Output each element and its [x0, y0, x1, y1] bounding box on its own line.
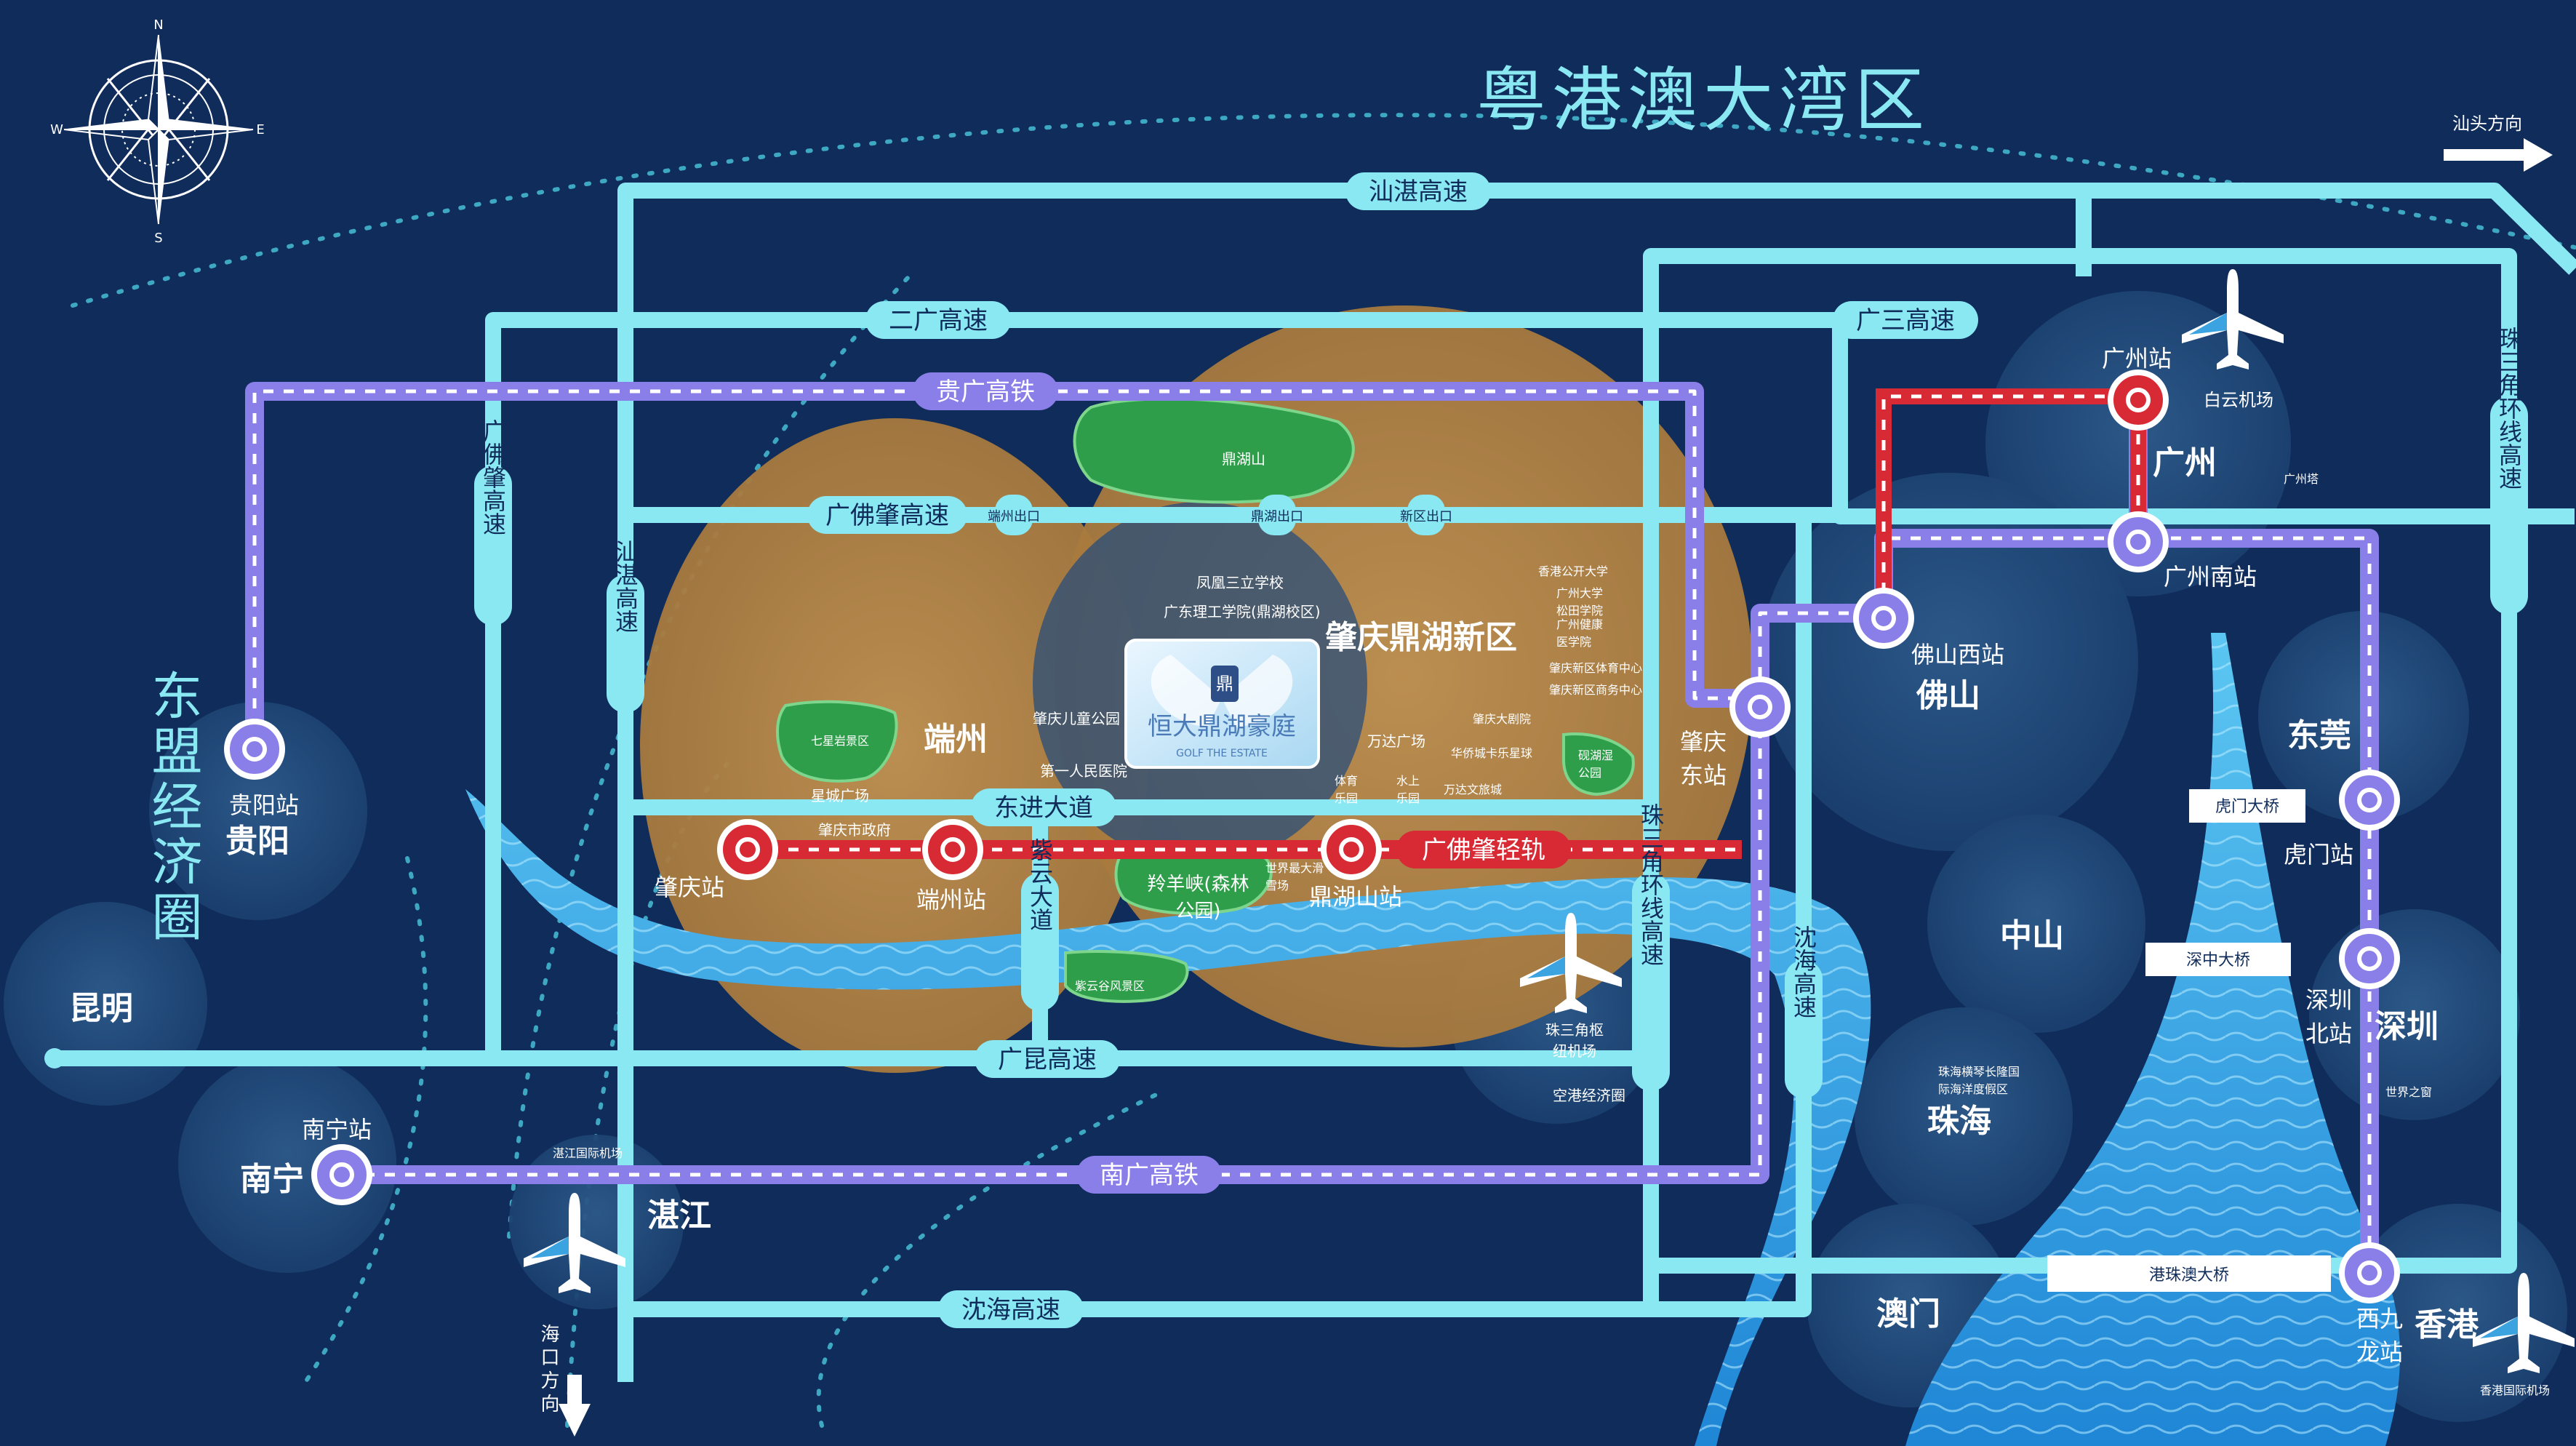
road-labels: 汕湛高速 二广高速 广三高速 广佛肇高速 东进大道 广昆高速 沈海高速	[474, 172, 2528, 1328]
station-guangzhou-icon	[2108, 370, 2169, 431]
lrt-line	[748, 388, 2146, 859]
svg-text:汕湛高速: 汕湛高速	[612, 540, 639, 633]
svg-text:汕湛高速: 汕湛高速	[1369, 177, 1468, 207]
road-label-shenhai-v: 沈海高速	[1785, 925, 1823, 1098]
exit-dinghu: 鼎湖出口	[1251, 495, 1303, 535]
bridge-humen: 虎门大桥	[2189, 789, 2305, 823]
svg-text:广佛肇轻轨: 广佛肇轻轨	[1422, 836, 1545, 865]
svg-text:紫云大道: 紫云大道	[1026, 838, 1054, 931]
svg-text:S: S	[154, 231, 162, 246]
water-bodies	[465, 633, 2400, 1446]
rail-label-guiguang: 贵广高铁	[913, 372, 1058, 410]
road-label-shenhai: 沈海高速	[938, 1290, 1084, 1328]
svg-text:虎门大桥: 虎门大桥	[2215, 798, 2279, 816]
airplane-hk-icon	[2473, 1273, 2575, 1373]
parks	[776, 397, 1635, 1003]
station-west-kowloon-icon	[2339, 1242, 2400, 1303]
rail-labels: 贵广高铁 南广高铁 广佛肇轻轨	[913, 372, 1571, 1194]
svg-text:珠三角环线高速: 珠三角环线高速	[1637, 803, 1665, 966]
arrow-haikou	[559, 1375, 591, 1437]
exit-duanzhou: 端州出口	[988, 495, 1040, 535]
exit-xinqu: 新区出口	[1400, 495, 1452, 535]
road-label-shanzhan-v: 汕湛高速	[607, 540, 644, 713]
svg-text:东进大道: 东进大道	[994, 794, 1093, 823]
road-label-guangfozhao: 广佛肇高速	[807, 496, 967, 534]
airplane-zhanjiang-icon	[524, 1193, 625, 1293]
svg-text:鼎湖出口: 鼎湖出口	[1251, 509, 1303, 524]
bridges: 虎门大桥 深中大桥 港珠澳大桥	[2047, 789, 2331, 1292]
stations	[224, 370, 2400, 1303]
road-label-guangfozhao-v: 广佛肇高速	[474, 419, 512, 626]
road-label-guangsan: 广三高速	[1833, 301, 1978, 339]
svg-text:南广高铁: 南广高铁	[1100, 1161, 1199, 1190]
road-label-zhusanjiao-outer: 珠三角环线高速	[2490, 327, 2528, 615]
highway-caps	[44, 1048, 65, 1068]
road-label-guangkun: 广昆高速	[975, 1040, 1120, 1078]
road-label-zhusanjiao-inner: 珠三角环线高速	[1632, 803, 1670, 1091]
svg-text:沈海高速: 沈海高速	[961, 1295, 1060, 1325]
road-label-dongjin: 东进大道	[971, 788, 1116, 826]
bridge-gangzhuao: 港珠澳大桥	[2047, 1255, 2331, 1292]
svg-text:二广高速: 二广高速	[889, 306, 988, 335]
svg-text:珠三角环线高速: 珠三角环线高速	[2495, 327, 2523, 490]
svg-text:N: N	[153, 17, 163, 33]
station-humen-icon	[2339, 770, 2400, 831]
svg-text:贵广高铁: 贵广高铁	[936, 378, 1035, 407]
svg-text:广三高速: 广三高速	[1856, 306, 1955, 335]
bridge-shenzhong: 深中大桥	[2145, 943, 2291, 976]
arrow-shantou: 汕头方向	[2444, 113, 2553, 172]
airplane-baiyun-icon	[2182, 269, 2284, 370]
project-badge: 鼎	[1216, 674, 1233, 694]
svg-text:广佛肇高速: 广佛肇高速	[825, 501, 949, 530]
svg-text:新区出口: 新区出口	[1400, 509, 1452, 524]
svg-text:港珠澳大桥: 港珠澳大桥	[2149, 1266, 2229, 1285]
svg-text:广佛肇高速: 广佛肇高速	[479, 419, 507, 535]
station-zhaoqing-east-icon	[1729, 676, 1791, 738]
svg-text:E: E	[256, 122, 264, 137]
station-shenzhen-north-icon	[2339, 928, 2400, 989]
station-duanzhou-icon	[922, 819, 983, 880]
svg-text:W: W	[50, 122, 63, 137]
svg-text:沈海高速: 沈海高速	[1790, 925, 1817, 1018]
station-dinghushan-icon	[1321, 819, 1382, 880]
svg-text:汕头方向: 汕头方向	[2452, 113, 2522, 134]
road-label-ziyun: 紫云大道	[1021, 838, 1059, 1011]
rail-label-nanguang: 南广高铁	[1076, 1156, 1222, 1194]
station-zhaoqing-icon	[717, 819, 778, 880]
rail-label-lrt: 广佛肇轻轨	[1396, 831, 1571, 868]
airplane-icons	[524, 269, 2575, 1373]
svg-text:端州出口: 端州出口	[988, 509, 1040, 524]
road-label-shanzhan: 汕湛高速	[1345, 172, 1491, 210]
project-name: 恒大鼎湖豪庭	[1148, 712, 1296, 741]
station-nanning-icon	[311, 1144, 372, 1205]
project-sub: GOLF THE ESTATE	[1176, 748, 1268, 759]
station-guiyang-icon	[224, 719, 285, 780]
project-card: 鼎 恒大鼎湖豪庭 GOLF THE ESTATE	[1124, 639, 1320, 769]
station-foshan-west-icon	[1853, 588, 1914, 649]
svg-text:深中大桥: 深中大桥	[2186, 951, 2250, 970]
airplane-hub-icon	[1520, 913, 1622, 1013]
svg-text:广昆高速: 广昆高速	[998, 1045, 1097, 1074]
exit-tags: 端州出口 鼎湖出口 新区出口	[988, 495, 1452, 535]
station-guangzhou-south-icon	[2108, 511, 2169, 572]
compass-rose: N S W E	[50, 17, 265, 246]
road-label-ergang: 二广高速	[865, 301, 1011, 339]
